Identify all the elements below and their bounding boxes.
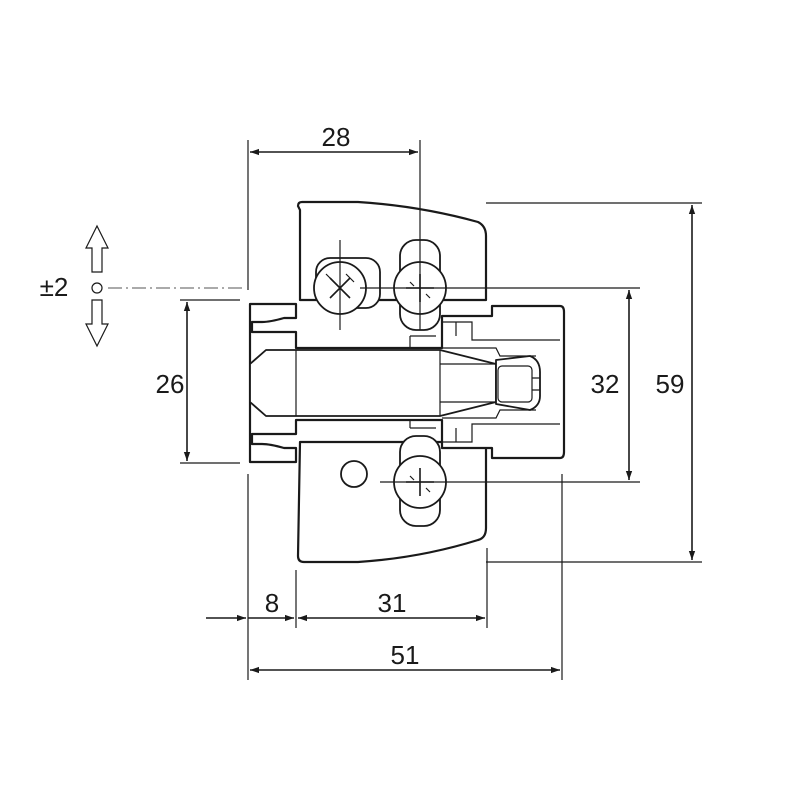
cross-outline [325, 273, 355, 283]
screw-lower-right [393, 435, 447, 527]
dim-label-51: 51 [391, 640, 420, 670]
adjust-label: ±2 [40, 272, 69, 302]
inner-detail-lower [409, 409, 560, 443]
dim-label-32: 32 [591, 369, 620, 399]
up-down-arrow-icon [85, 224, 109, 348]
cam-lever [495, 355, 541, 411]
dim-label-28: 28 [322, 122, 351, 152]
dim-label-26: 26 [156, 369, 185, 399]
cross-outline [409, 475, 431, 493]
cross-outline [409, 281, 431, 299]
screw-upper-left [313, 257, 381, 315]
wedge-insert [249, 349, 497, 417]
cam-notch [532, 377, 540, 391]
inner-detail-upper [409, 321, 560, 357]
cam-slot [497, 365, 533, 403]
dim-label-8: 8 [265, 588, 279, 618]
dim-label-59: 59 [656, 369, 685, 399]
dim-label-31: 31 [378, 588, 407, 618]
lower-wing [296, 440, 488, 564]
mounting-hole [340, 460, 368, 488]
